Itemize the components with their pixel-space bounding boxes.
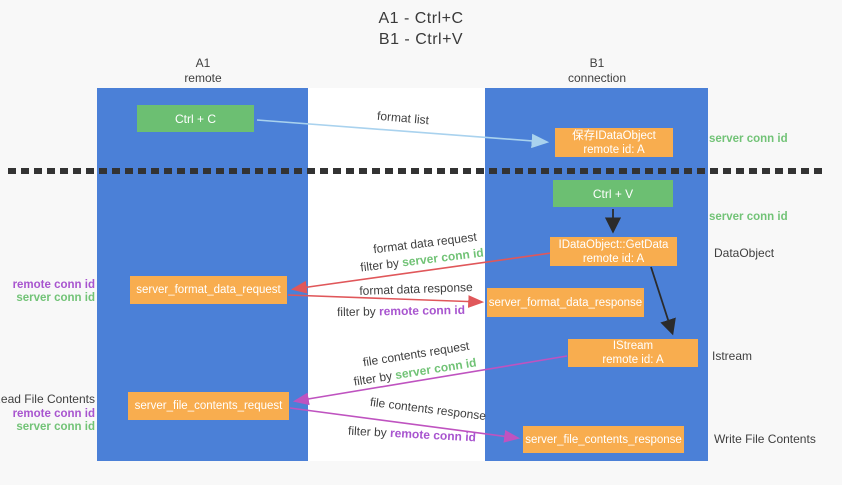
box-idataobject-getdata: IDataObject::GetData remote id: A — [550, 237, 677, 266]
column-a1-role: remote — [184, 71, 222, 85]
diagram-title: A1 - Ctrl+C B1 - Ctrl+V — [0, 8, 842, 50]
box-server-format-data-request-label: server_format_data_request — [136, 284, 281, 296]
side-label-server-conn-id-top: server conn id — [709, 133, 788, 145]
box-istream-line2: remote id: A — [602, 354, 664, 366]
column-a1-name: A1 — [195, 56, 211, 70]
label-filter-format-response-prefix: filter by — [336, 304, 380, 320]
label-filter-format-response: filter by remote conn id — [337, 303, 465, 319]
box-idataobject-getdata-line1: IDataObject::GetData — [558, 238, 669, 251]
box-istream-line1: IStream — [612, 340, 654, 352]
side-label-server-conn-id-2: server conn id — [16, 421, 95, 433]
side-label-dataobject: DataObject — [714, 246, 775, 260]
side-label-write-file-contents: Write File Contents — [714, 432, 816, 446]
side-label-server-conn-id-1: server conn id — [16, 292, 95, 304]
box-ctrl-v-label: Ctrl + V — [592, 186, 634, 201]
box-save-idataobject-line2: remote id: A — [583, 143, 645, 156]
box-server-format-data-request: server_format_data_request — [130, 276, 287, 304]
box-server-file-contents-response: server_file_contents_response — [523, 426, 684, 453]
side-label-istream: Istream — [712, 349, 753, 363]
box-ctrl-v: Ctrl + V — [553, 180, 673, 207]
box-server-file-contents-response-label: server_file_contents_response — [525, 433, 682, 446]
box-ctrl-c-label: Ctrl + C — [174, 111, 216, 126]
box-save-idataobject-line1: 保存IDataObject — [572, 129, 656, 142]
label-filter-file-response-prefix: filter by — [347, 423, 391, 440]
box-save-idataobject: 保存IDataObject remote id: A — [555, 128, 673, 157]
title-line-2: B1 - Ctrl+V — [378, 31, 464, 48]
side-label-remote-conn-id-2: remote conn id — [12, 408, 95, 420]
column-header-a1: A1 remote — [123, 56, 283, 86]
side-label-server-conn-id-mid: server conn id — [709, 211, 788, 223]
column-header-b1: B1 connection — [517, 56, 677, 86]
box-server-file-contents-request-label: server_file_contents_request — [134, 400, 283, 412]
column-b1-name: B1 — [589, 56, 605, 70]
side-label-read-file-contents: Read File Contents — [0, 392, 95, 406]
box-server-format-data-response-label: server_format_data_response — [488, 296, 643, 309]
box-istream: IStream remote id: A — [568, 339, 698, 367]
title-line-1: A1 - Ctrl+C — [378, 10, 464, 27]
separator-dotted-line — [8, 168, 824, 174]
column-b1-role: connection — [567, 71, 627, 85]
box-server-format-data-response: server_format_data_response — [487, 288, 644, 317]
box-server-file-contents-request: server_file_contents_request — [128, 392, 289, 420]
box-idataobject-getdata-line2: remote id: A — [582, 252, 645, 265]
box-ctrl-c: Ctrl + C — [137, 105, 254, 132]
side-label-remote-conn-id-1: remote conn id — [12, 279, 95, 291]
label-filter-format-response-key: remote conn id — [378, 302, 466, 319]
